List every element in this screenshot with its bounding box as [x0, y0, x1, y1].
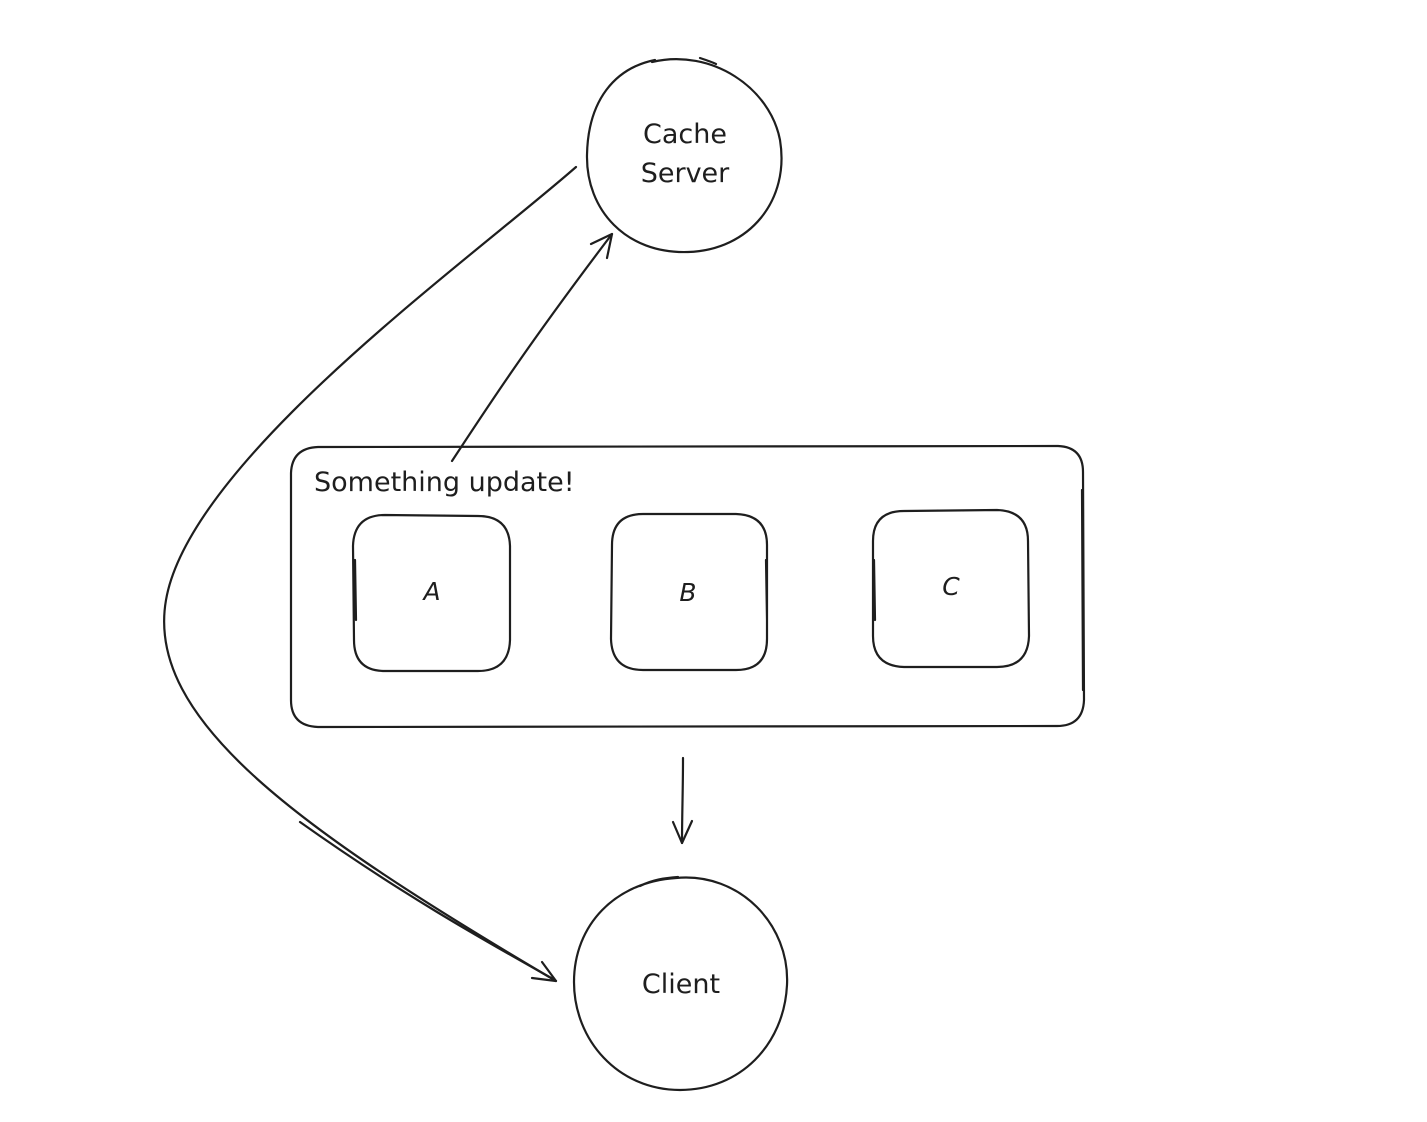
arrow-cache-server-to-client[interactable]	[163, 165, 578, 983]
arrow-group-to-cache-server-line	[450, 232, 614, 463]
cache-server-label-line2: Server	[641, 158, 730, 189]
box-a-rect	[351, 513, 512, 673]
arrow-cache-server-to-client-head	[530, 960, 558, 983]
box-b-label: B	[679, 578, 696, 607]
arrow-cache-server-to-client-line	[163, 165, 578, 983]
arrow-group-to-client-line	[680, 756, 685, 845]
update-group[interactable]: Something update!	[289, 444, 1086, 729]
arrow-group-to-cache-server-head	[589, 232, 614, 260]
box-a-label: A	[421, 577, 440, 606]
arrow-group-to-client-head	[671, 819, 694, 845]
group-rect	[289, 444, 1086, 729]
box-c-label: C	[942, 572, 960, 601]
cache-server-node[interactable]: Cache Server	[585, 56, 783, 254]
cache-server-circle	[585, 56, 783, 254]
group-label: Something update!	[314, 467, 575, 498]
arrow-group-to-client[interactable]	[671, 756, 694, 845]
client-node[interactable]: Client	[572, 875, 789, 1092]
arrow-cache-server-to-client-line-double	[298, 820, 555, 981]
cache-server-label-line1: Cache	[643, 119, 727, 150]
client-label: Client	[642, 969, 720, 1000]
box-c-rect	[871, 508, 1031, 669]
arrow-group-to-cache-server[interactable]	[450, 232, 614, 463]
box-c[interactable]: C	[871, 508, 1031, 669]
box-b-rect	[609, 512, 769, 672]
box-b[interactable]: B	[609, 512, 769, 672]
client-circle	[572, 875, 789, 1092]
box-a[interactable]: A	[351, 513, 512, 673]
